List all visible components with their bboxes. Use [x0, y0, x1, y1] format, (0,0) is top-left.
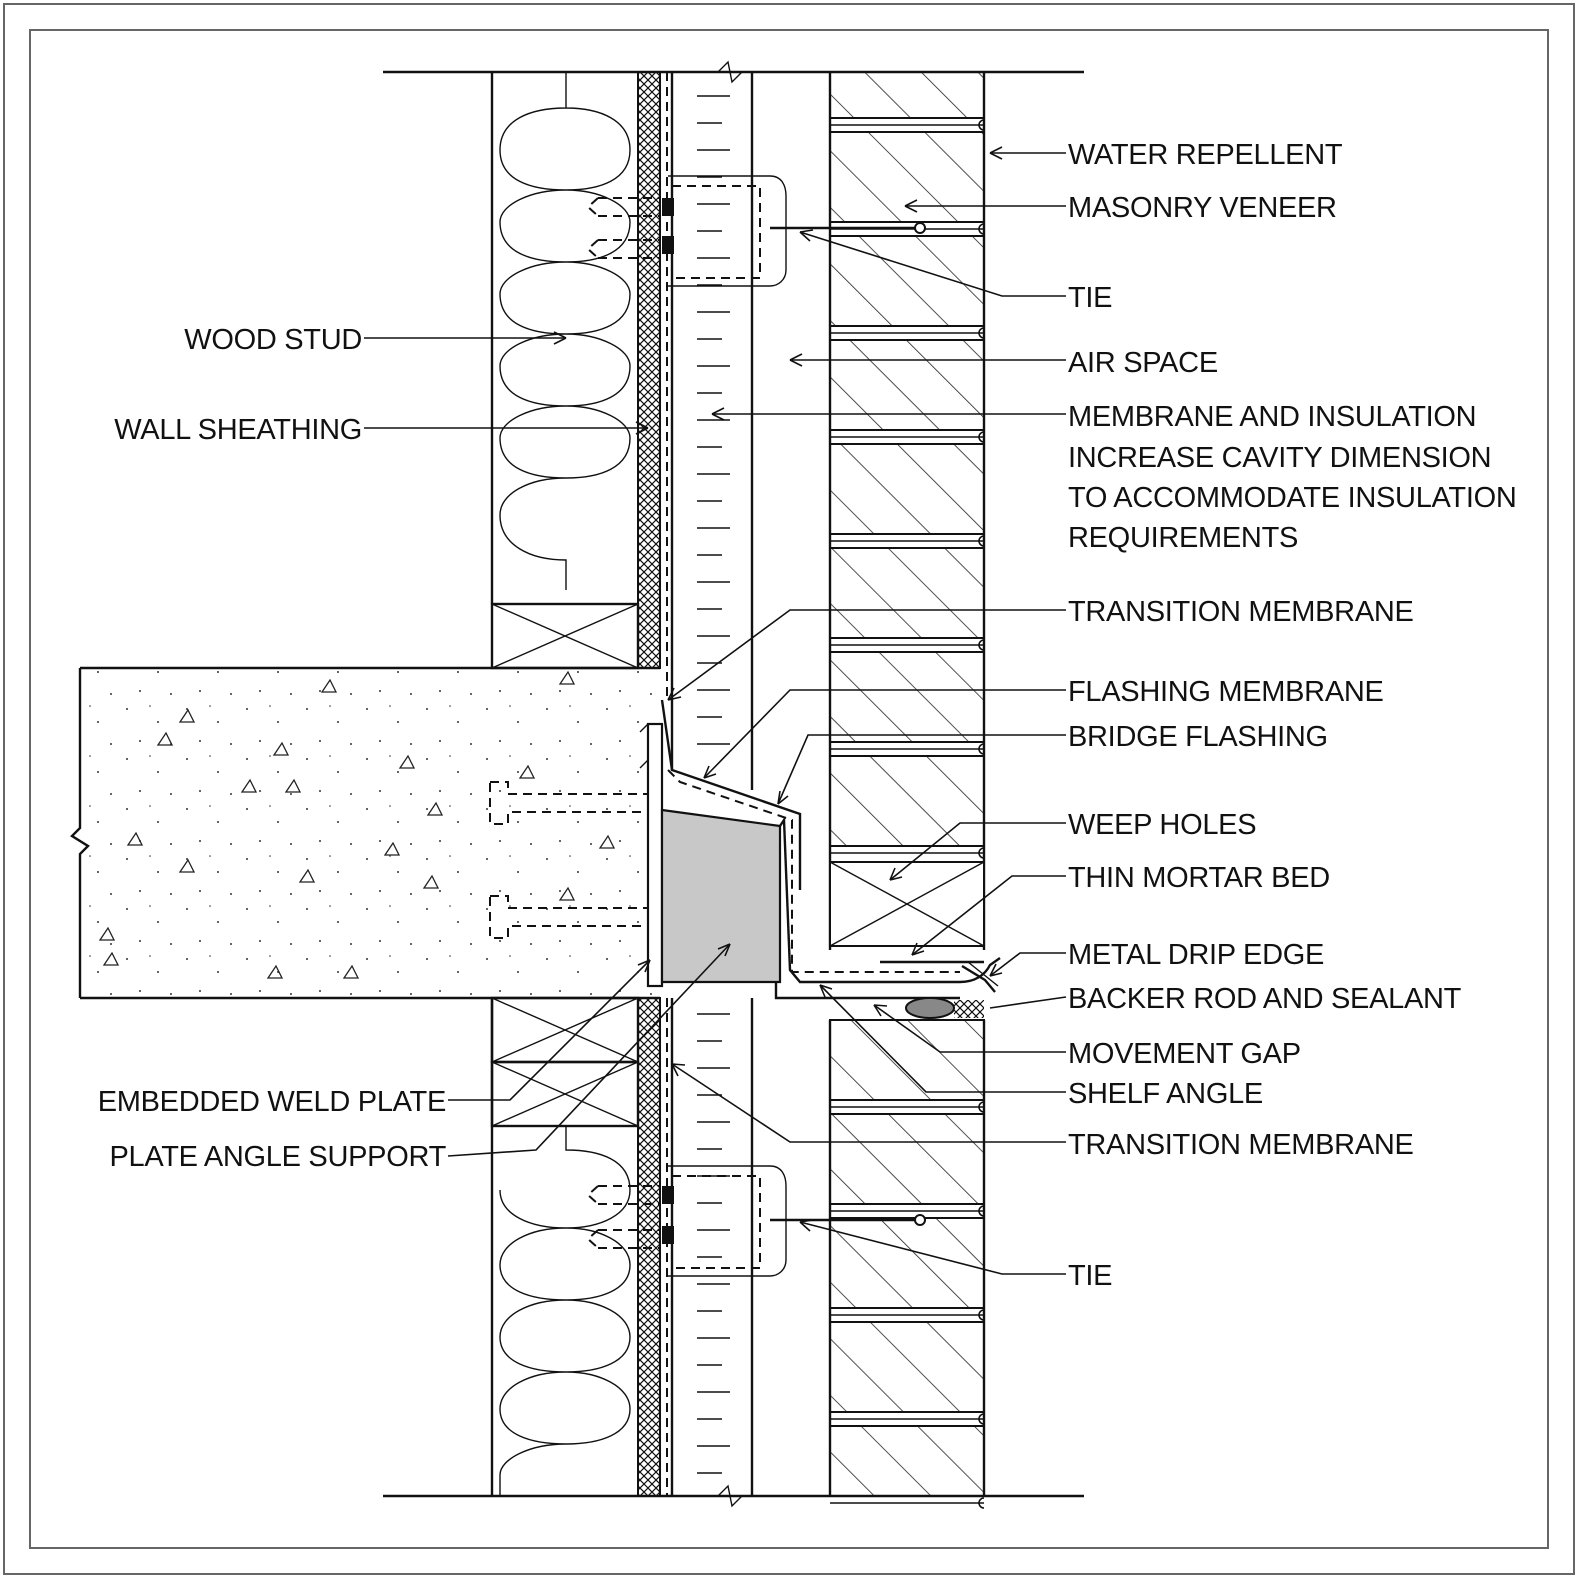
batt-insulation-upper [499, 72, 631, 590]
label-thin-mortar-bed: THIN MORTAR BED [1068, 862, 1330, 894]
outer-border [3, 3, 1575, 1575]
callout-labels: WATER REPELLENT MASONRY VENEER TIE AIR S… [98, 139, 1517, 1292]
label-wood-stud: WOOD STUD [184, 324, 362, 356]
label-bridge-flashing: BRIDGE FLASHING [1068, 721, 1328, 753]
label-membrane-insulation-1: MEMBRANE AND INSULATION [1068, 401, 1476, 433]
masonry-veneer [828, 71, 986, 1509]
label-plate-angle-support: PLATE ANGLE SUPPORT [109, 1141, 446, 1173]
label-masonry-veneer: MASONRY VENEER [1068, 192, 1337, 224]
label-air-space: AIR SPACE [1068, 347, 1218, 379]
label-metal-drip-edge: METAL DRIP EDGE [1068, 939, 1324, 971]
metal-drip-edge [961, 964, 996, 993]
backer-rod [905, 997, 955, 1019]
sealant [954, 1000, 984, 1018]
concrete-slab [70, 666, 738, 1000]
flashing-assembly [660, 699, 1001, 1019]
label-movement-gap: MOVEMENT GAP [1068, 1038, 1301, 1070]
label-water-repellent: WATER REPELLENT [1068, 139, 1343, 171]
label-shelf-angle: SHELF ANGLE [1068, 1078, 1263, 1110]
leader-lines [364, 146, 1067, 1275]
label-embedded-weld-plate: EMBEDDED WELD PLATE [98, 1086, 446, 1118]
tie-lower [586, 1165, 926, 1277]
label-transition-membrane-upper: TRANSITION MEMBRANE [1068, 596, 1414, 628]
label-wall-sheathing: WALL SHEATHING [114, 414, 362, 446]
label-membrane-insulation-2: INCREASE CAVITY DIMENSION [1068, 442, 1491, 474]
tie-upper [586, 175, 926, 287]
label-tie-lower: TIE [1068, 1260, 1112, 1292]
inner-border [29, 29, 1549, 1549]
label-membrane-insulation-3: TO ACCOMMODATE INSULATION [1068, 482, 1517, 514]
anchor-lower [489, 895, 649, 939]
plate-angle-support [660, 808, 782, 984]
label-transition-membrane-lower: TRANSITION MEMBRANE [1068, 1129, 1414, 1161]
shelf-angle [774, 982, 960, 1000]
anchor-upper [489, 781, 649, 825]
label-weep-holes: WEEP HOLES [1068, 809, 1256, 841]
label-membrane-insulation-4: REQUIREMENTS [1068, 522, 1298, 554]
label-flashing-membrane: FLASHING MEMBRANE [1068, 676, 1384, 708]
label-tie-upper: TIE [1068, 282, 1112, 314]
batt-insulation-lower [499, 1126, 631, 1496]
embedded-weld-plate [489, 722, 664, 988]
label-backer-rod-and-sealant: BACKER ROD AND SEALANT [1068, 983, 1462, 1015]
